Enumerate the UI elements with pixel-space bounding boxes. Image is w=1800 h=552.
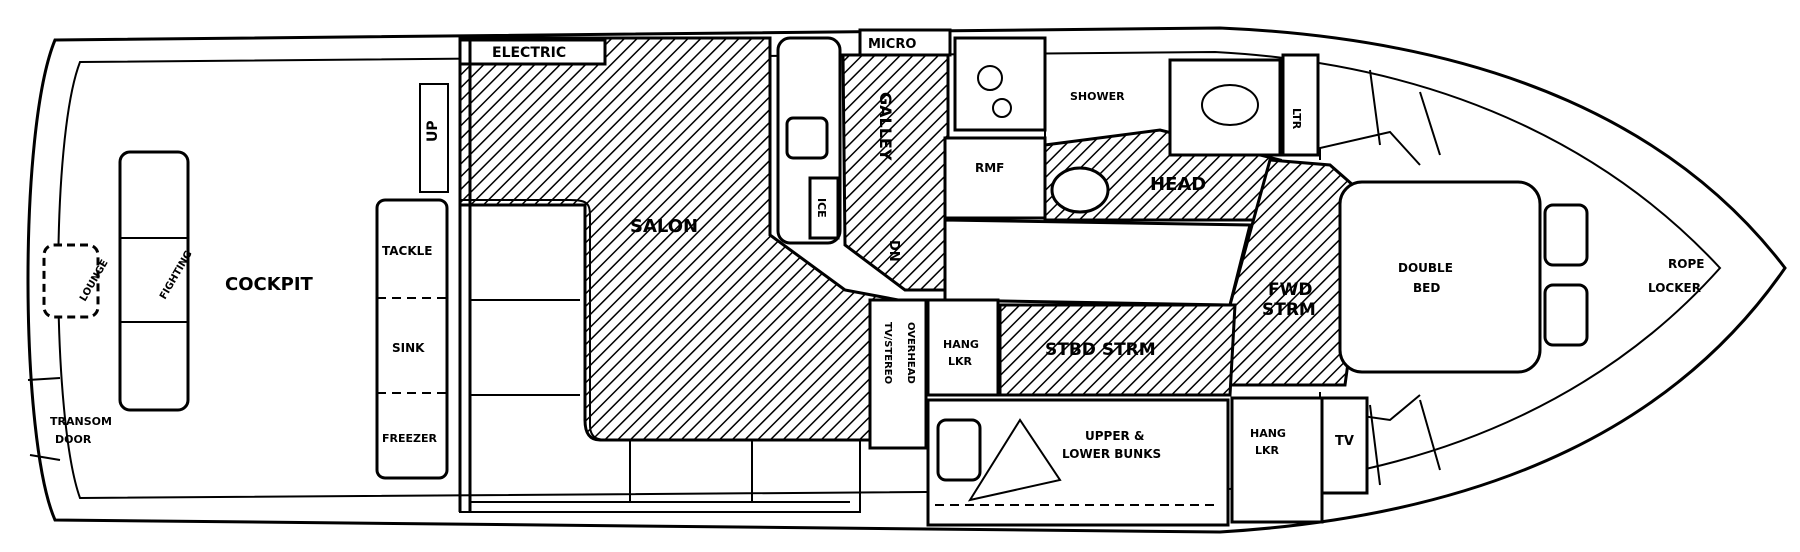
passage: [943, 218, 1252, 307]
electric-panel: [458, 38, 607, 66]
label-galley: GALLEY: [876, 92, 895, 161]
label-locker: LOCKER: [1648, 281, 1701, 295]
label-ltr: LTR: [1290, 108, 1303, 130]
label-hang-lkr-2a: HANG: [1250, 427, 1286, 440]
label-electric: ELECTRIC: [492, 45, 566, 61]
hang-locker-1: [926, 298, 1000, 397]
label-shower: SHOWER: [1070, 90, 1125, 103]
tv-cabinet: [1320, 396, 1369, 495]
label-tv-stereo: TV/STEREO: [882, 322, 893, 384]
hull-outline: [26, 26, 1787, 534]
label-head: HEAD: [1150, 174, 1206, 195]
toilet: [1050, 166, 1110, 214]
label-tv: TV: [1335, 434, 1354, 449]
label-refrigerator: RMF: [975, 161, 1004, 175]
label-transom: TRANSOM: [50, 415, 112, 428]
label-door: DOOR: [55, 433, 92, 446]
label-strm: STRM: [1262, 300, 1316, 320]
label-lower-bunks: LOWER BUNKS: [1062, 447, 1161, 461]
label-hang-lkr-2b: LKR: [1255, 444, 1280, 457]
lounge-seat: [42, 243, 100, 319]
refrigerator: [943, 136, 1047, 220]
head-locker: [1281, 53, 1320, 157]
cockpit-cabinet: [375, 198, 449, 480]
label-sink: SINK: [392, 341, 425, 355]
label-salon: SALON: [630, 216, 698, 237]
head-sink: [1168, 58, 1282, 157]
double-bed: [1338, 180, 1542, 374]
label-hang-lkr-1a: HANG: [943, 338, 979, 351]
micro-box: [858, 28, 952, 57]
label-upper: UPPER &: [1085, 429, 1144, 443]
label-bed: BED: [1413, 281, 1440, 295]
label-dn: DN: [886, 240, 901, 262]
fighting-chair-base: [118, 150, 190, 412]
label-fwd: FWD: [1268, 280, 1312, 300]
label-up: UP: [425, 120, 441, 142]
label-ice: ICE: [815, 198, 828, 218]
tv-stereo-cabinet: [868, 298, 928, 450]
label-rope: ROPE: [1668, 257, 1704, 271]
label-overhead: OVERHEAD: [905, 322, 916, 384]
label-micro: MICRO: [868, 37, 916, 52]
ice-maker: [808, 176, 840, 240]
bed-nightstand-top: [1543, 203, 1589, 267]
salon-settee: [459, 199, 861, 513]
label-stbd-strm: STBD STRM: [1045, 340, 1156, 360]
stairs-up: [419, 83, 449, 193]
label-tackle: TACKLE: [382, 244, 433, 258]
hang-locker-2: [1230, 396, 1324, 524]
bunk-step: [936, 418, 982, 482]
stbd-stateroom-floor: [998, 303, 1237, 397]
label-cockpit: COCKPIT: [225, 274, 314, 295]
galley-sink: [785, 116, 829, 160]
salon-floor: [458, 36, 927, 442]
label-double: DOUBLE: [1398, 261, 1453, 275]
label-freezer: FREEZER: [382, 432, 438, 445]
label-hang-lkr-1b: LKR: [948, 355, 973, 368]
bed-nightstand-bottom: [1543, 283, 1589, 347]
